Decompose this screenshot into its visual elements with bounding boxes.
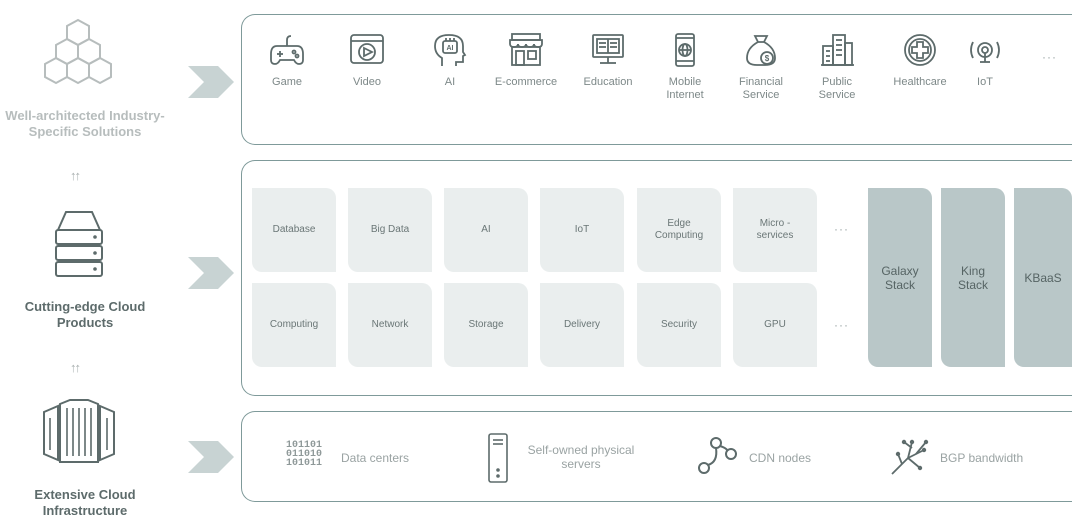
product-tile: Computing (252, 283, 336, 367)
industry-mobile-internet: Mobile Internet (653, 32, 717, 102)
industry-label: IoT (977, 76, 993, 88)
stack-tile: KBaaS (1014, 188, 1072, 367)
product-tile: Database (252, 188, 336, 272)
product-tile: Storage (444, 283, 528, 367)
server-tower-icon (488, 433, 508, 483)
gamepad-icon (270, 35, 304, 65)
industry-label: Game (272, 76, 302, 88)
industry-label: Financial Service (738, 76, 784, 101)
product-tile: GPU (733, 283, 817, 367)
stack-tile: King Stack (941, 188, 1005, 367)
chevron-right-icon (188, 66, 234, 98)
industry-ecommerce: E-commerce (486, 32, 566, 89)
more-products: ··· (834, 222, 849, 236)
chevron-right-icon (188, 257, 234, 289)
product-tile: Delivery (540, 283, 624, 367)
product-tile: Security (637, 283, 721, 367)
cdn-nodes-icon (698, 437, 737, 474)
industry-label: Mobile Internet (666, 76, 704, 101)
more-products: ··· (834, 318, 849, 332)
industry-label: AI (444, 76, 456, 88)
cloud-products-panel (241, 160, 1072, 396)
industry-label: Public Service (818, 76, 856, 101)
infra-physical-servers: Self-owned physical servers (527, 443, 635, 471)
industry-label: Healthcare (893, 76, 947, 88)
city-building-icon (821, 34, 854, 66)
industry-financial-service: $ Financial Service (729, 32, 793, 102)
industry-healthcare: Healthcare (882, 32, 958, 89)
infra-cdn-nodes: CDN nodes (749, 451, 812, 465)
industry-label: Education (583, 76, 633, 88)
svg-text:AI: AI (447, 45, 454, 52)
industry-game: Game (262, 32, 312, 89)
infra-bgp-bandwidth: BGP bandwidth (940, 451, 1024, 465)
product-tile: Micro -services (733, 188, 817, 272)
industry-label: E-commerce (494, 76, 558, 88)
stack-tile: Galaxy Stack (868, 188, 932, 367)
hexagon-cluster-icon (44, 18, 112, 85)
up-arrows-2: ↑↑ (70, 360, 81, 375)
medical-cross-icon (904, 34, 936, 66)
infra-label: Extensive Cloud Infrastructure (34, 487, 136, 518)
bgp-network-icon (891, 439, 929, 475)
iot-signal-icon (970, 41, 1000, 63)
industry-solutions-panel (241, 14, 1072, 145)
industry-label: Video (353, 76, 381, 88)
infrastructure-panel (241, 411, 1072, 502)
product-tile: Network (348, 283, 432, 367)
datacenter-building-icon (43, 399, 115, 463)
products-label: Cutting-edge Cloud Products (24, 299, 146, 330)
education-board-icon (592, 34, 624, 64)
industry-video: Video (342, 32, 392, 89)
mobile-phone-icon (675, 33, 695, 67)
industry-iot: IoT (963, 32, 1007, 89)
industry-education: Education (573, 32, 643, 89)
video-play-icon (350, 34, 384, 64)
product-tile: Edge Computing (637, 188, 721, 272)
money-bag-icon: $ (746, 35, 776, 66)
server-stack-icon (55, 211, 103, 277)
ai-head-icon: AI (434, 34, 467, 66)
binary-code-icon: 101101 011010 101011 (286, 440, 323, 469)
product-tile: Big Data (348, 188, 432, 272)
solutions-label: Well-architected Industry-Specific Solut… (5, 108, 165, 139)
chevron-right-icon (188, 441, 234, 473)
product-tile: AI (444, 188, 528, 272)
storefront-icon (509, 33, 543, 66)
infra-data-centers: Data centers (341, 451, 410, 465)
up-arrows-1: ↑↑ (70, 168, 81, 183)
product-tile: IoT (540, 188, 624, 272)
industry-public-service: Public Service (810, 32, 864, 102)
svg-text:$: $ (765, 54, 770, 63)
more-industries: ··· (1042, 50, 1057, 64)
industry-ai: AI AI (425, 32, 475, 89)
